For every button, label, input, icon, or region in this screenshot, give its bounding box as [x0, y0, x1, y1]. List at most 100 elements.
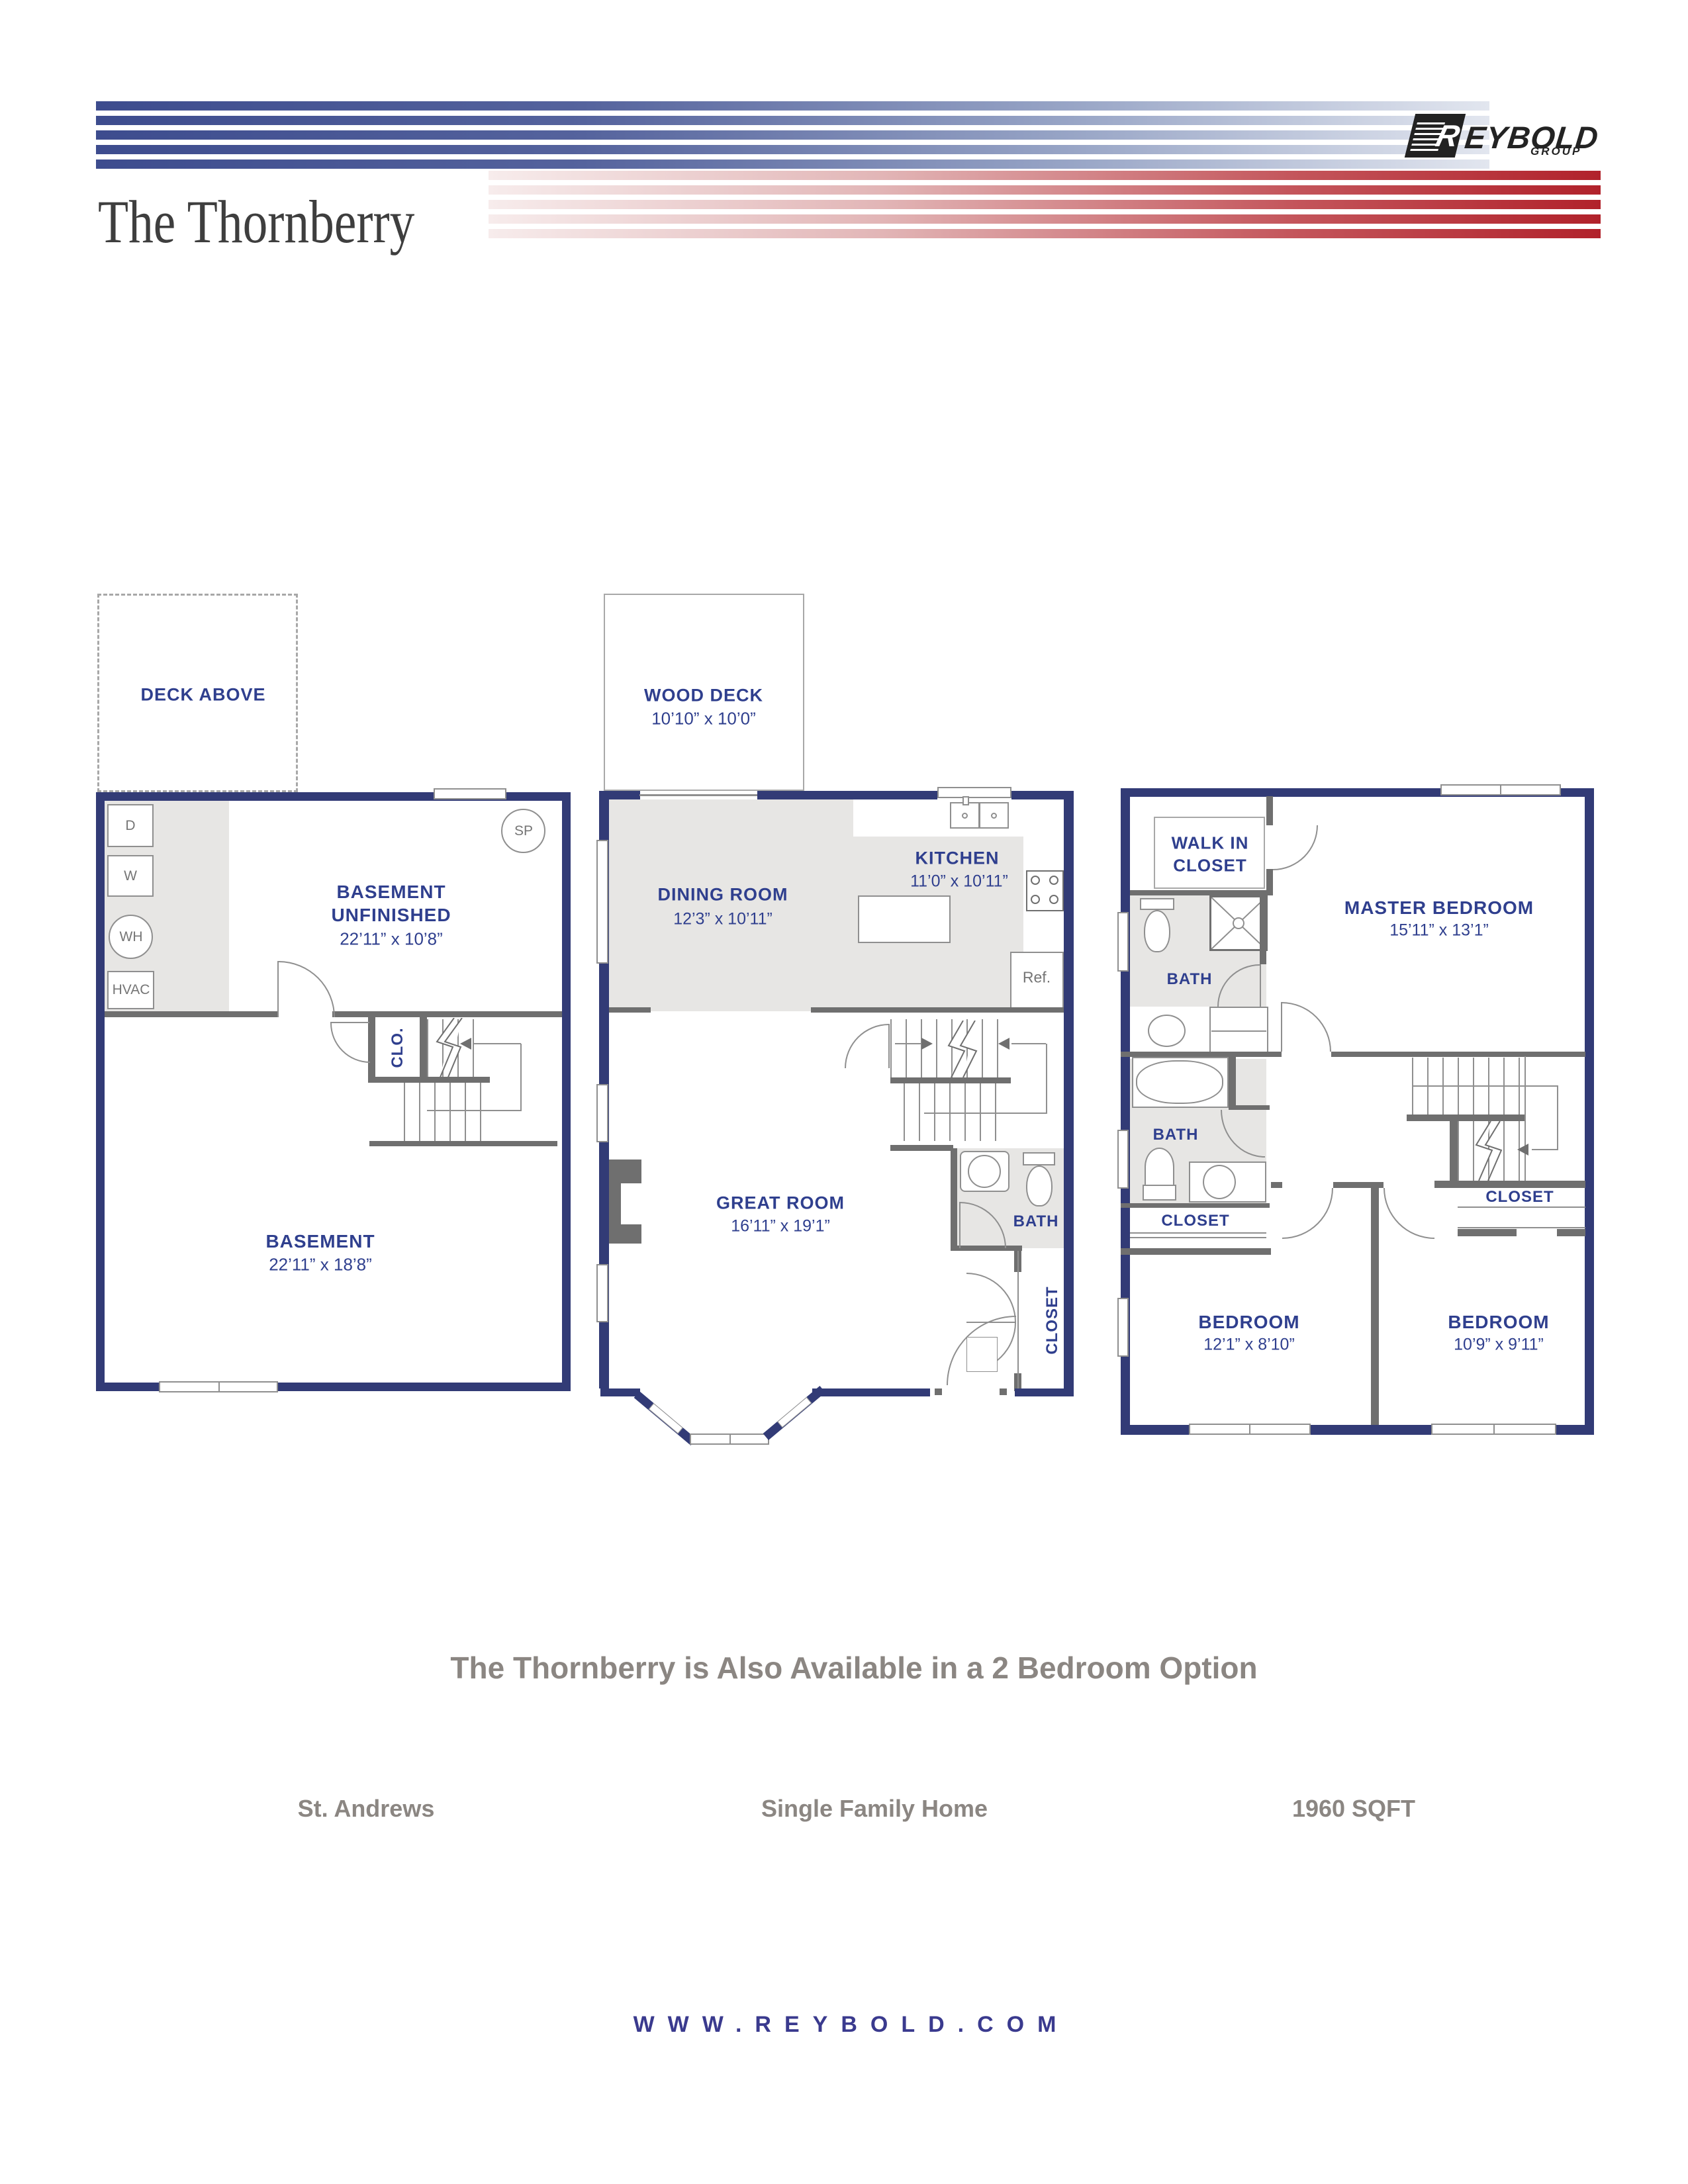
firebox — [621, 1183, 641, 1224]
interior-wall — [811, 1007, 1064, 1013]
burner — [1031, 895, 1040, 904]
hall-wall — [1434, 1181, 1585, 1188]
sump-pump-label: SP — [514, 823, 534, 839]
great-room-label: GREAT ROOM — [716, 1193, 845, 1213]
wall — [599, 791, 640, 799]
bedroom-wall — [1121, 1248, 1271, 1255]
stairs-arrow-tail — [895, 1043, 921, 1044]
basement-dims: 22’11” x 18’8” — [269, 1254, 372, 1275]
window-mullion — [1500, 786, 1501, 794]
door-leaf — [1260, 964, 1261, 1007]
closet-wall — [1130, 890, 1270, 895]
bath-sink — [1203, 1165, 1236, 1199]
home-type: Single Family Home — [761, 1795, 988, 1822]
closet-label: CLOSET — [1043, 1286, 1061, 1355]
logo-group-text: GROUP — [1530, 145, 1582, 158]
stairs-direction-arrow-icon — [921, 1038, 933, 1050]
wall — [600, 1388, 640, 1396]
stair-rail — [520, 1044, 522, 1111]
burner — [1031, 876, 1040, 885]
kitchen-dims: 11’0” x 10’11” — [910, 872, 1008, 891]
stairs-direction-arrow-icon — [998, 1038, 1009, 1050]
refrigerator-label: Ref. — [1022, 968, 1051, 986]
deck-above-outline — [97, 594, 298, 792]
window-mullion — [1249, 1425, 1250, 1433]
stair-rail — [924, 1113, 1047, 1114]
bath-sink — [968, 1155, 1001, 1188]
bay-window — [648, 1402, 683, 1434]
window — [1117, 912, 1129, 972]
deck-above-label: DECK ABOVE — [140, 684, 266, 705]
bath-wall — [951, 1148, 957, 1248]
stairs-arrow-tail — [473, 1043, 521, 1044]
sump-pump-circle — [501, 809, 545, 853]
master-bath-label: BATH — [1166, 970, 1213, 988]
hall-wall — [1121, 1052, 1282, 1057]
closet-wall — [1121, 1203, 1270, 1208]
blue-stripe — [96, 116, 1489, 125]
closet-wall — [1458, 1229, 1517, 1236]
dining-room-dims: 12’3” x 10’11” — [673, 909, 773, 929]
burner — [1049, 876, 1058, 885]
closet-wall — [1266, 796, 1273, 825]
basement-unfinished-label: BASEMENT — [336, 882, 446, 902]
closet-label: CLOSET — [1485, 1188, 1554, 1206]
stair-rail — [1046, 1044, 1047, 1113]
window-mullion — [729, 1435, 731, 1443]
stairs-arrow-tail — [1532, 1149, 1557, 1150]
refrigerator — [1010, 952, 1064, 1011]
door-arc — [1282, 1002, 1331, 1052]
master-bedroom-label: MASTER BEDROOM — [1344, 897, 1534, 918]
window — [159, 1381, 278, 1392]
blue-stripe — [96, 159, 1489, 169]
red-stripe — [489, 200, 1601, 209]
clo-label: CLO. — [389, 1027, 406, 1068]
availability-headline: The Thornberry is Also Available in a 2 … — [450, 1651, 1258, 1685]
bath-wall — [951, 1246, 1022, 1251]
hall-bath-label: BATH — [1152, 1126, 1199, 1144]
bedroom-divider-wall — [1371, 1188, 1379, 1425]
door-arc — [1282, 1188, 1333, 1239]
closet-front — [1130, 1237, 1266, 1238]
dining-room-label: DINING ROOM — [657, 884, 788, 905]
bay-window — [777, 1396, 812, 1428]
bathtub — [1136, 1060, 1223, 1104]
stairs-direction-arrow-icon — [460, 1038, 471, 1050]
closet-wall — [420, 1017, 427, 1078]
window — [596, 1264, 608, 1322]
window — [434, 788, 506, 799]
window — [1440, 784, 1561, 796]
closet-wall — [1557, 1229, 1585, 1236]
window — [1431, 1424, 1556, 1435]
hall-wall — [1331, 1052, 1585, 1057]
wood-deck-label: WOOD DECK — [644, 685, 763, 705]
closet-wall-line — [1017, 1251, 1019, 1390]
door-leaf — [888, 1024, 890, 1068]
wall — [757, 791, 937, 799]
window — [596, 840, 608, 964]
window — [1189, 1424, 1311, 1435]
hall-wall — [1271, 1182, 1282, 1188]
washer-box — [107, 855, 154, 897]
bath-wall — [1229, 1057, 1236, 1105]
door-arc — [279, 961, 335, 1017]
toilet-tank — [1023, 1152, 1055, 1165]
hvac-label: HVAC — [112, 982, 150, 997]
stairs-break-line — [436, 1018, 463, 1079]
stairs-break-line — [1475, 1121, 1503, 1181]
front-door-leaf — [966, 1337, 998, 1372]
stairs-wall — [890, 1077, 1011, 1083]
website-url: WWW.REYBOLD.COM — [633, 2012, 1070, 2037]
master-bedroom-dims: 15’11” x 13’1” — [1389, 921, 1489, 940]
door-leaf — [277, 961, 279, 1017]
stairs-arrow-tail — [1011, 1043, 1046, 1044]
walk-in-closet-label: WALK IN — [1171, 833, 1249, 853]
window — [596, 1084, 608, 1142]
door-leaf — [330, 1022, 369, 1023]
wall — [812, 1388, 930, 1396]
door-jamb — [1000, 1388, 1007, 1395]
blue-stripe — [96, 130, 1489, 140]
wall — [1011, 791, 1074, 799]
toilet-tank — [1143, 1185, 1176, 1201]
basement-label: BASEMENT — [265, 1231, 375, 1251]
